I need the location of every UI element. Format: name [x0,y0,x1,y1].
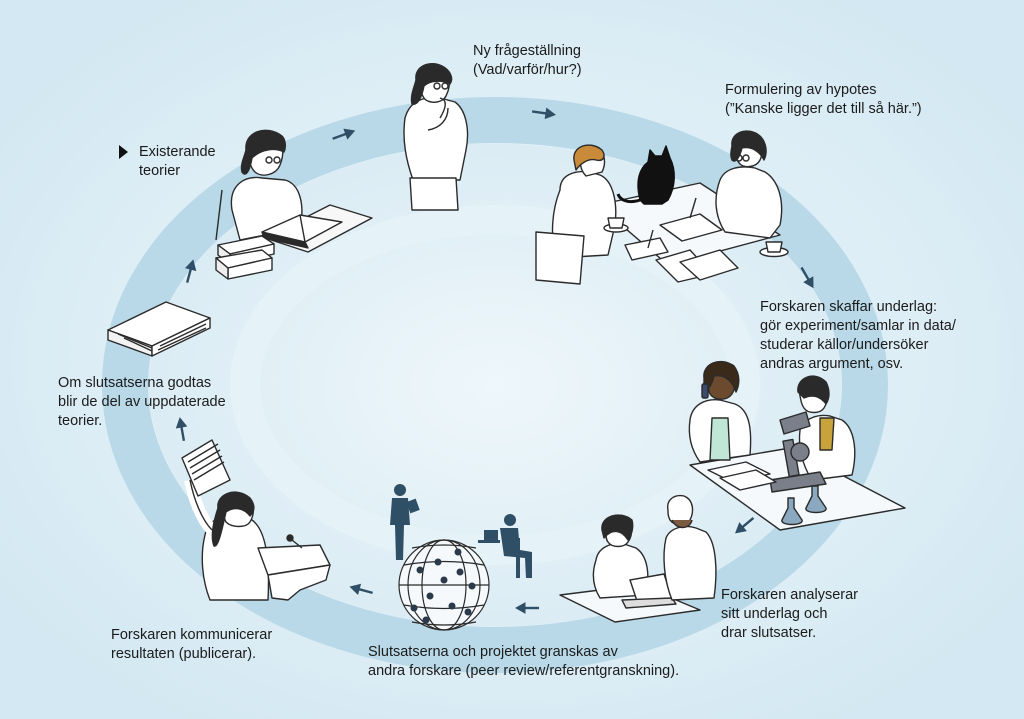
step-line: andras argument, osv. [760,356,904,372]
step-line: Forskaren skaffar underlag: [760,299,938,315]
cat-icon [616,145,675,205]
arrow-icon [800,266,814,289]
paper-icon [624,213,739,283]
arrow-icon [184,259,197,283]
step-line: andra forskare (peer review/referentgran… [368,663,680,679]
arrow-icon [332,128,356,140]
updated-theories-illustration [107,301,211,357]
laptop-icon [621,573,677,609]
lab-illustration [688,360,906,531]
step-line: gör experiment/samlar in data/ [760,318,956,334]
step-line: Existerande [139,144,216,160]
cycle-arrows [175,107,814,614]
step-line: drar slutsatser. [721,625,817,641]
step-line: blir de del av uppdaterade [58,394,226,410]
publishing-illustration [181,439,331,601]
microscope-icon [769,411,827,493]
book-icon [107,301,211,357]
step-line: sitt underlag och [721,606,828,622]
step-line: Formulering av hypotes [725,82,877,98]
step-peer-review: Slutsatserna och projektet granskas av a… [368,643,679,681]
arrow-icon [514,602,539,614]
step-publish: Forskaren kommunicerar resultaten (publi… [111,626,272,664]
arrow-icon [531,107,556,120]
arrow-icon [735,517,755,534]
step-existing-theories: Existerande teorier [139,143,216,181]
phone-icon [701,383,709,399]
analysis-illustration [559,494,717,623]
step-line: resultaten (publicerar). [111,646,257,662]
step-analyze: Forskaren analyserar sitt underlag och d… [721,586,858,643]
step-line: (Vad/varför/hur?) [473,62,582,78]
step-accepted: Om slutsatserna godtas blir de del av up… [58,374,226,431]
reading-researcher-illustration [215,129,373,280]
step-hypothesis: Formulering av hypotes (”Kanske ligger d… [725,81,922,119]
step-line: Forskaren kommunicerar [111,627,273,643]
book-icon [181,439,231,497]
step-line: (”Kanske ligger det till så här.”) [725,101,922,117]
step-line: Om slutsatserna godtas [58,375,212,391]
flask-icon [781,485,827,526]
paper-icon [707,461,777,491]
start-marker-icon [119,145,128,159]
hypothesis-illustration [535,130,789,285]
step-line: teorier. [58,413,103,429]
step-line: studerar källor/undersöker [760,337,929,353]
peer-review-illustration [390,484,532,631]
thinking-researcher-illustration [403,62,469,211]
arrow-icon [349,583,373,596]
step-gather-evidence: Forskaren skaffar underlag: gör experime… [760,298,956,374]
step-line: Slutsatserna och projektet granskas av [368,644,618,660]
step-new-question: Ny frågeställning (Vad/varför/hur?) [473,42,582,80]
coffee-cup-icon [603,217,789,258]
globe-icon [398,539,490,631]
step-line: teorier [139,163,181,179]
step-line: Ny frågeställning [473,43,581,59]
arrow-icon [175,417,188,442]
book-icon [215,235,275,280]
step-line: Forskaren analyserar [721,587,858,603]
book-icon [261,214,343,249]
